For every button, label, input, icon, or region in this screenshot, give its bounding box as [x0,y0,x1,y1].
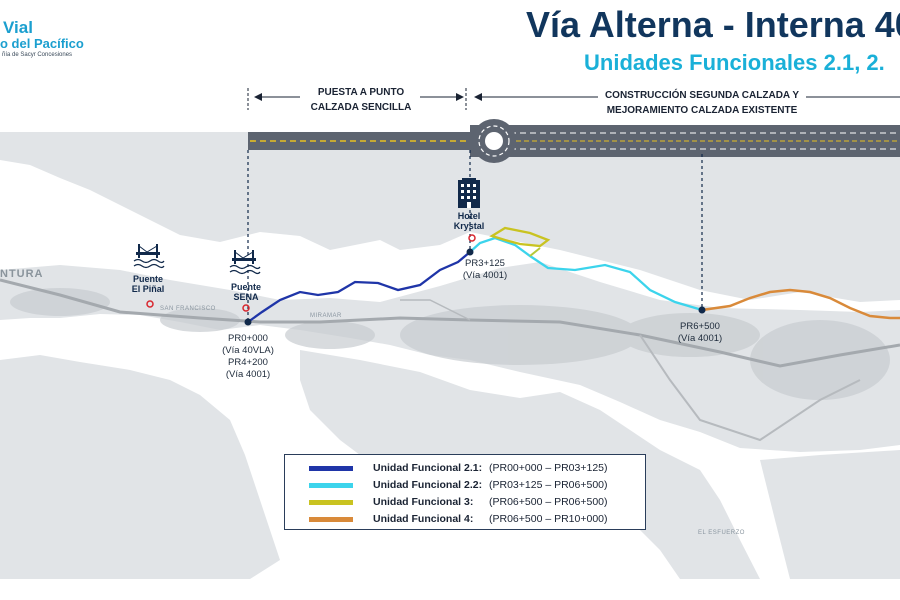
route-uf4 [701,288,900,320]
label-pr0: PR0+000 (Vía 40VLA) PR4+200 (Vía 4001) [222,333,274,381]
place-miramar: MIRAMAR [310,313,342,319]
poi-puente-sena: Puente SENA [231,282,261,302]
poi-hotel-krystal-line-2: Krystal [453,221,485,231]
page-title: Vía Alterna - Interna 40 [526,4,900,45]
logo-line-1: Vial [3,18,33,37]
route-uf3 [489,226,551,248]
segment-label-left-line-1: PUESTA A PUNTO [317,87,405,98]
legend-swatch [309,466,353,471]
label-pr3-line-2: (Vía 4001) [462,270,508,281]
legend-range: (PR00+000 – PR03+125) [489,462,608,474]
legend-row: Unidad Funcional 3: (PR06+500 – PR06+500… [285,494,645,511]
place-el-esfuerzo: EL ESFUERZO [698,530,745,536]
route-uf2-2 [469,236,703,312]
secondary-road [639,334,861,442]
segment-arrows [247,88,900,110]
map-land [0,132,900,579]
segment-label-right-line-1: CONSTRUCCIÓN SEGUNDA CALZADA Y [604,90,800,101]
legend-range: (PR06+500 – PR10+000) [489,513,608,525]
legend-swatch [309,517,353,522]
poi-puente-sena-line-1: Puente [230,282,262,292]
marker-pr0 [244,318,252,326]
page-subtitle: Unidades Funcionales 2.1, 2. [584,50,885,75]
legend-name: Unidad Funcional 2.1: [373,462,483,474]
marker-pr6 [698,306,706,314]
label-pr3-line-1: PR3+125 [465,258,505,269]
segment-label-left: PUESTA A PUNTO CALZADA SENCILLA [305,85,417,115]
legend-name: Unidad Funcional 3: [373,496,474,508]
legend-row: Unidad Funcional 2.1: (PR00+000 – PR03+1… [285,460,645,477]
legend-range: (PR03+125 – PR06+500) [489,479,608,491]
segment-label-left-line-2: CALZADA SENCILLA [310,102,412,113]
branch-road [400,299,471,321]
label-pr0-line-2: (Vía 40VLA) [222,345,274,356]
poi-puente-el-pinal: Puente El Piñal [132,274,165,294]
segment-label-right-line-2: MEJORAMIENTO CALZADA EXISTENTE [606,105,798,116]
route-uf2-1 [247,251,471,323]
label-pr0-line-3: PR4+200 [228,357,268,368]
hotel-icon [458,178,480,208]
legend-swatch [309,483,353,488]
label-pr6-line-1: PR6+500 [680,321,720,332]
poi-hotel-krystal-line-1: Hotel [457,211,481,221]
map-legend: Unidad Funcional 2.1: (PR00+000 – PR03+1… [284,454,646,530]
marker-pr3 [466,248,474,256]
main-highway [0,278,900,368]
poi-puente-el-pinal-line-2: El Piñal [131,284,165,294]
poi-hotel-krystal: Hotel Krystal [454,211,485,231]
segment-label-right: CONSTRUCCIÓN SEGUNDA CALZADA Y MEJORAMIE… [598,88,806,118]
logo-line-3: ñía de Sacyr Concesiones [2,52,73,58]
label-pr6-line-2: (Vía 4001) [677,333,723,344]
legend-name: Unidad Funcional 2.2: [373,479,483,491]
legend-range: (PR06+500 – PR06+500) [489,496,608,508]
location-pins [146,234,476,312]
label-pr3: PR3+125 (Vía 4001) [463,258,507,282]
legend-row: Unidad Funcional 2.2: (PR03+125 – PR06+5… [285,477,645,494]
label-pr0-line-4: (Vía 4001) [225,369,271,380]
logo-line-2: o del Pacífico [0,36,84,51]
bridge-icon-pinal [133,244,165,269]
poi-puente-el-pinal-line-1: Puente [132,274,164,284]
label-pr0-line-1: PR0+000 [228,333,268,344]
place-ventura: NTURA [0,268,44,280]
route-uf3-connector [529,247,541,257]
legend-name: Unidad Funcional 4: [373,513,474,525]
label-pr6: PR6+500 (Vía 4001) [678,321,722,345]
legend-swatch [309,500,353,505]
bridge-icon-sena [229,250,261,275]
road-schematic [248,119,900,163]
poi-puente-sena-line-2: SENA [233,292,259,302]
place-san-francisco: SAN FRANCISCO [160,306,216,312]
legend-row: Unidad Funcional 4: (PR06+500 – PR10+000… [285,511,645,528]
